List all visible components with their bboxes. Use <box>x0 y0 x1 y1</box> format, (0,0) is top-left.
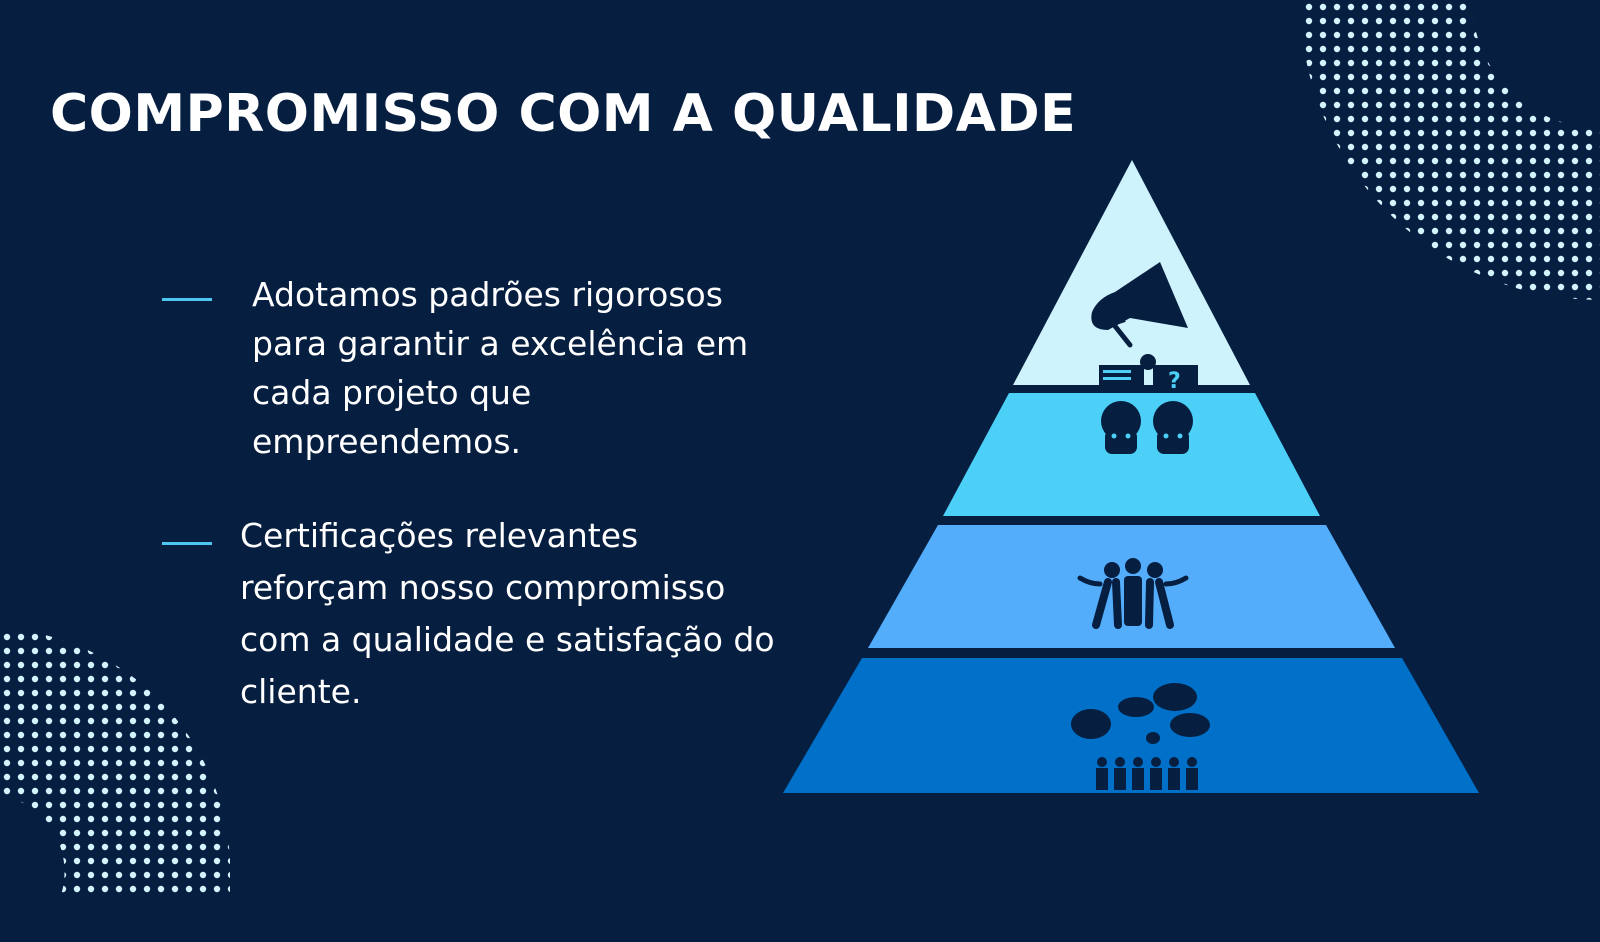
pyramid-tier-2 <box>943 393 1320 516</box>
pyramid-tier-4 <box>783 658 1479 793</box>
svg-text:?: ? <box>1168 369 1181 394</box>
bullet-dash <box>162 542 212 545</box>
page-title: COMPROMISSO COM A QUALIDADE <box>50 84 1077 144</box>
bullet-text-certifications: Certificações relevantes reforçam nosso … <box>240 516 775 711</box>
people-discussing-icon: ? <box>1099 354 1198 454</box>
crowd-conversation-icon <box>1071 683 1210 790</box>
team-embrace-icon <box>1077 558 1189 629</box>
megaphone-icon <box>1091 227 1212 348</box>
pyramid-tier-1 <box>1013 160 1250 385</box>
bullet-dash <box>162 298 212 301</box>
bullet-text-standards: Adotamos padrões rigorosos para garantir… <box>252 275 749 461</box>
